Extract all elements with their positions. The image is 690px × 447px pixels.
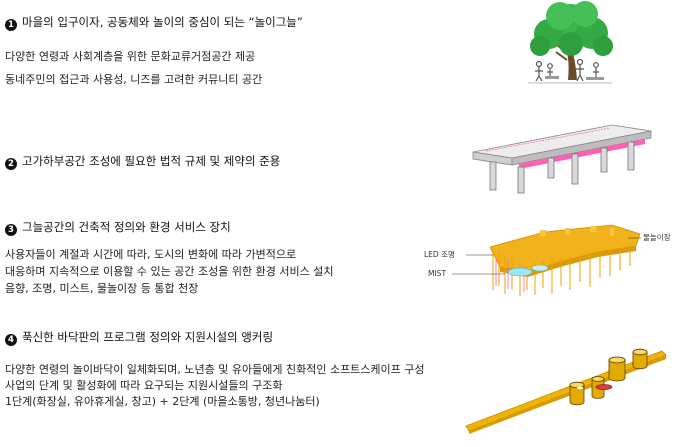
section-3-line-1: 사용자들이 계절과 시간에 따라, 도시의 변화에 따라 가변적으로 xyxy=(5,248,297,261)
section-1-heading: 1 마을의 입구이자, 공동체와 놀이의 중심이 되는 “놀이그늘” xyxy=(5,15,303,31)
section-4-line-3: 1단계(화장실, 유아휴게실, 창고) + 2단계 (마을소통방, 청년나눔터) xyxy=(5,395,320,408)
water-play-label: 물놀이장 xyxy=(643,233,671,242)
section-4-heading-text: 푹신한 바닥판의 프로그램 정의와 지원시설의 앵커링 xyxy=(22,330,274,344)
tree-illustration xyxy=(528,1,613,84)
section-2-number: 2 xyxy=(5,158,17,170)
section-1-heading-text: 마을의 입구이자, 공동체와 놀이의 중심이 되는 “놀이그늘” xyxy=(22,15,303,29)
section-3-line-2: 대응하며 지속적으로 이용할 수 있는 공간 조성을 위한 환경 서비스 설치 xyxy=(5,265,334,278)
section-1-line-1: 다양한 연령과 사회계층을 위한 문화교류거점공간 제공 xyxy=(5,50,256,63)
section-4-line-2: 사업의 단계 및 활성화에 따라 요구되는 지원시설들의 구조화 xyxy=(5,379,283,392)
section-2-heading: 2 고가하부공간 조성에 필요한 법적 규제 및 제약의 준용 xyxy=(5,154,281,170)
section-3-number: 3 xyxy=(5,224,17,236)
section-2-heading-text: 고가하부공간 조성에 필요한 법적 규제 및 제약의 준용 xyxy=(22,154,281,168)
section-1-line-2: 동네주민의 접근과 사용성, 니즈를 고려한 커뮤니티 공간 xyxy=(5,73,263,86)
section-4-line-1: 다양한 연령의 놀이바닥이 일체화되며, 노년층 및 유아들에게 친화적인 소프… xyxy=(5,363,425,376)
section-3-heading-text: 그늘공간의 건축적 정의와 환경 서비스 장치 xyxy=(22,220,231,234)
section-4-number: 4 xyxy=(5,334,17,346)
soft-floor-illustration xyxy=(465,348,667,434)
section-3-line-3: 음향, 조명, 미스트, 물놀이장 등 통합 천장 xyxy=(5,282,199,295)
canopy-services-illustration xyxy=(452,224,641,296)
led-label: LED 조명 xyxy=(424,250,455,259)
section-1-number: 1 xyxy=(5,19,17,31)
elevated-structure-illustration xyxy=(472,124,652,194)
mist-label: MIST xyxy=(428,269,447,278)
section-4-heading: 4 푹신한 바닥판의 프로그램 정의와 지원시설의 앵커링 xyxy=(5,330,274,346)
section-3-heading: 3 그늘공간의 건축적 정의와 환경 서비스 장치 xyxy=(5,220,231,236)
